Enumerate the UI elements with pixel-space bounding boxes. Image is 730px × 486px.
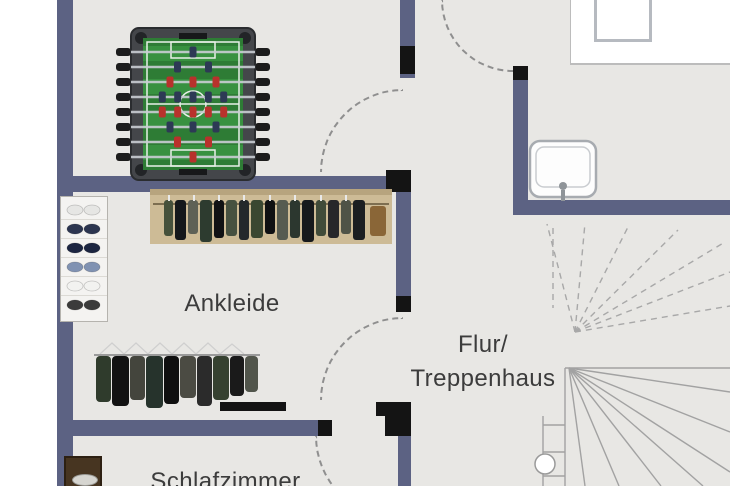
door-jamb-schlafzimmer-right (385, 416, 411, 436)
room-label-schlafzimmer: Schlafzimmer (150, 468, 301, 486)
nightstand-icon (64, 456, 102, 486)
clothes-rack-icon-upper (150, 186, 392, 248)
faucet (559, 182, 567, 190)
wall-ankleide-bottom (57, 420, 320, 436)
room-label-flur-line2: Treppenhaus (410, 365, 556, 392)
clothes-rack-icon-lower (92, 338, 294, 416)
room-label-flur-line1: Flur/ (458, 331, 508, 358)
shoe-shelf-icon (60, 196, 108, 322)
room-label-ankleide: Ankleide (184, 290, 280, 317)
nightstand-top (72, 474, 98, 486)
stairs-upper-flight-dashed (546, 222, 730, 333)
door-jamb-ankleide-lower (376, 402, 411, 416)
door-jamb-bath-top (513, 66, 528, 80)
sink-icon (528, 139, 598, 201)
roof-edge-line-horizontal (570, 63, 730, 65)
hanging-clothes (96, 356, 258, 408)
shoe-pairs (66, 204, 101, 311)
shower-tray-icon (594, 0, 652, 42)
door-jamb-schlafzimmer-left (318, 420, 332, 436)
stairs-newel-post (534, 453, 556, 475)
wall-bath-bottom (513, 200, 730, 215)
wall-rail-icon (220, 402, 286, 411)
door-jamb-top-center (400, 46, 415, 74)
foosball-players (158, 46, 228, 163)
room-label-flur-treppenhaus: Flur/ Treppenhaus (388, 328, 578, 396)
foosball-handles (116, 48, 270, 161)
foosball-table-icon (116, 26, 270, 182)
hangers (99, 342, 245, 355)
wall-ankleide-right-upper (396, 176, 411, 312)
hanging-clothes (164, 200, 386, 242)
door-jamb-divider-end (386, 170, 411, 192)
door-jamb-ankleide-upper (396, 296, 411, 312)
roof-edge-line-vertical (570, 0, 571, 64)
stairs-icon (533, 220, 730, 486)
wall-bath-left (513, 66, 528, 215)
